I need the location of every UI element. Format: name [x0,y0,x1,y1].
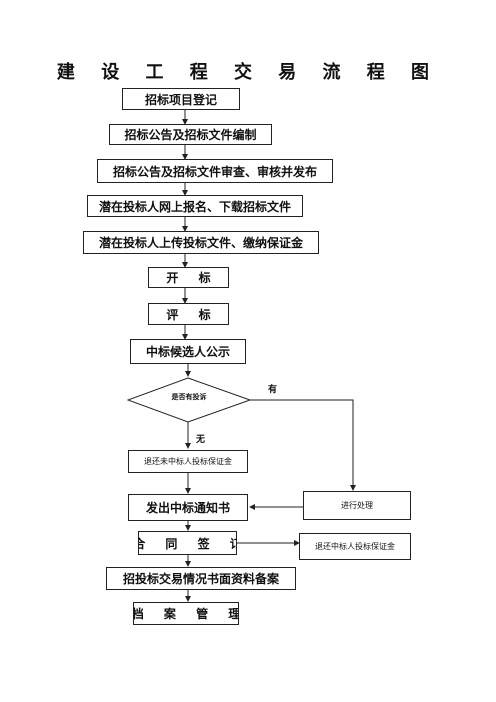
decision-complaint: 是否有投诉 [171,393,207,401]
step-bidder-registration: 潜在投标人网上报名、下载招标文件 [87,195,303,217]
process-handling: 进行处理 [303,491,411,520]
decision-no-label: 无 [196,435,206,445]
step-candidate-publicity: 中标候选人公示 [130,339,246,364]
step-bid-upload-deposit: 潜在投标人上传投标文件、缴纳保证金 [83,231,319,254]
step-bid-evaluation: 评 标 [148,303,229,325]
step-project-registration: 招标项目登记 [122,88,240,110]
step-contract-signing: 合 同 签 订 [138,531,237,555]
page-title: 建 设 工 程 交 易 流 程 图 [56,62,440,83]
step-tender-doc-preparation: 招标公告及招标文件编制 [109,124,272,145]
step-document-filing: 招投标交易情况书面资料备案 [106,567,296,590]
step-archive-management: 档 案 管 理 [133,602,239,625]
step-tender-review-publish: 招标公告及招标文件审查、审核并发布 [97,159,333,183]
refund-unsuccessful-bidder-deposit: 退还未中标人投标保证金 [128,450,248,473]
step-award-notice: 发出中标通知书 [128,494,248,521]
step-bid-opening: 开 标 [148,267,229,288]
refund-winning-bidder-deposit: 退还中标人投标保证金 [299,533,411,560]
decision-yes-label: 有 [268,385,278,395]
